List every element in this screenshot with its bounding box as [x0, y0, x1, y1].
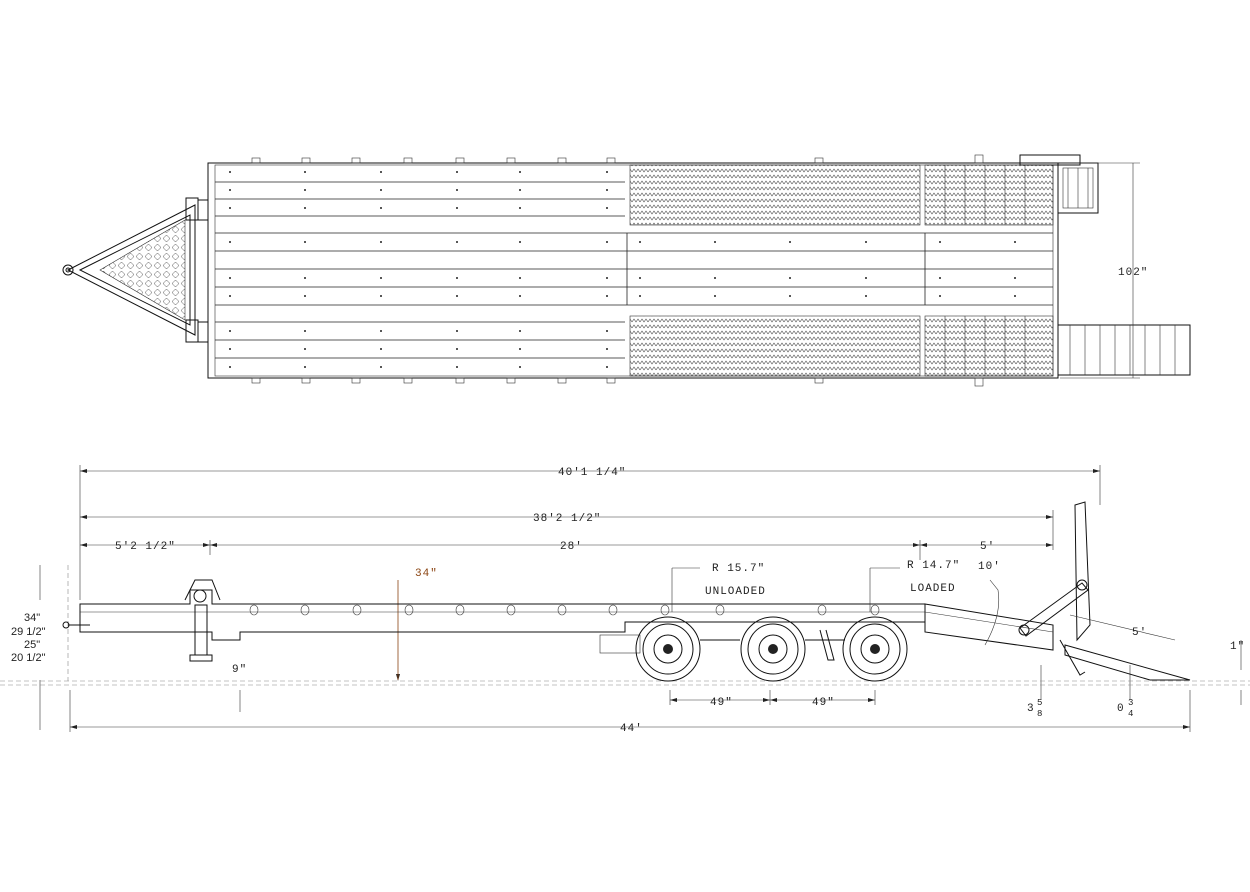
width-dimension — [1060, 162, 1140, 379]
tail-clearance-label: 3 5 8 — [1027, 698, 1043, 719]
ramp-length-label: 5' — [1132, 627, 1147, 639]
beavertail-length-label: 5' — [980, 541, 995, 553]
height-29-half: 29 1/2" — [11, 626, 46, 638]
axle-spacing-2-label: 49" — [812, 697, 835, 709]
dim-arrows — [70, 469, 1190, 729]
axle-spacing-1-label: 49" — [710, 697, 733, 709]
rivets — [229, 171, 1016, 368]
trailer-frame — [62, 579, 926, 662]
height-25: 25" — [24, 639, 40, 651]
deck-outline — [207, 162, 1059, 379]
radius-unloaded-label: R 15.7" — [712, 563, 765, 575]
tread-panel-bottom — [629, 315, 921, 377]
svg-text:4: 4 — [1128, 709, 1134, 719]
width-label: 102" — [1118, 267, 1148, 279]
axle-group — [599, 616, 908, 682]
top-view: 102" — [62, 154, 1191, 387]
gooseneck-length-label: 5'2 1/2" — [115, 541, 176, 553]
side-view — [0, 465, 1250, 732]
side-stake-pockets — [249, 604, 880, 616]
ground-clearance-label: 1" — [1230, 641, 1245, 653]
wheel-3 — [842, 616, 908, 682]
height-34: 34" — [24, 612, 40, 624]
flip-ramps — [1018, 501, 1191, 681]
svg-text:8: 8 — [1037, 709, 1043, 719]
svg-text:0: 0 — [1117, 703, 1125, 715]
overall-length-label: 40'1 1/4" — [558, 467, 626, 479]
svg-text:5: 5 — [1037, 698, 1043, 708]
leader-lines — [671, 567, 1176, 646]
ramp-clearance-label: 0 3 4 — [1117, 698, 1134, 719]
deck-height-label: 34" — [415, 568, 438, 580]
landing-jack — [194, 604, 208, 656]
wheel-2 — [740, 616, 806, 682]
main-deck-length-label: 28' — [560, 541, 583, 553]
rear-ramps-top — [1019, 154, 1191, 376]
tread-panel-top — [629, 164, 921, 226]
svg-text:3: 3 — [1027, 703, 1035, 715]
loaded-label: LOADED — [910, 583, 956, 595]
ramp-angle-label: 10' — [978, 561, 1001, 573]
tongue — [62, 197, 209, 343]
deck-length-label: 38'2 1/2" — [533, 513, 601, 525]
svg-text:3: 3 — [1128, 698, 1134, 708]
jack-clearance-label: 9" — [232, 664, 247, 676]
radius-loaded-label: R 14.7" — [907, 560, 960, 572]
dimension-lines — [39, 465, 1242, 732]
beavertail — [924, 603, 1054, 651]
wheel-1 — [635, 616, 701, 682]
stake-pockets — [251, 154, 984, 387]
unloaded-label: UNLOADED — [705, 586, 766, 598]
total-length-label: 44' — [620, 723, 643, 735]
height-20-half: 20 1/2" — [11, 652, 46, 664]
deck-planks — [215, 181, 1053, 359]
